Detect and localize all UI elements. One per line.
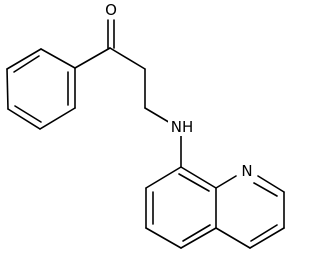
bond (7, 108, 41, 130)
phenyl-ring (6, 48, 76, 130)
bond (249, 227, 285, 249)
amine-label: NH (171, 118, 194, 136)
quinoline-benzo-ring (145, 166, 217, 249)
nitrogen-label: N (241, 162, 252, 180)
oxygen-label: O (105, 1, 117, 19)
bond (178, 173, 210, 192)
bond (145, 166, 182, 189)
label-background (237, 163, 257, 180)
bond (109, 47, 146, 70)
quinoline-pyridine-ring (215, 175, 285, 249)
bond (180, 227, 217, 249)
atom-amine-nitrogen: NH (168, 118, 196, 136)
bond (257, 175, 285, 193)
bond (39, 107, 76, 130)
bond (180, 166, 217, 189)
bond (144, 107, 173, 125)
bond (215, 175, 237, 189)
bond (253, 182, 278, 197)
bond (182, 224, 211, 242)
label-background (168, 119, 196, 136)
label-background (104, 1, 118, 17)
bond (6, 68, 9, 110)
bond (215, 227, 251, 249)
atom-carbonyl-oxygen: O (104, 1, 118, 19)
atom-quinoline-nitrogen: N (237, 162, 257, 180)
bond (14, 105, 42, 123)
structure-svg: O NH N (6, 1, 285, 249)
molecule-structure: O NH N (6, 1, 285, 249)
propanone-chain (74, 19, 173, 125)
bond (6, 48, 42, 70)
bond (40, 48, 76, 69)
bond (13, 55, 40, 73)
bond (250, 224, 278, 242)
bond (74, 47, 111, 69)
bond (145, 227, 182, 249)
